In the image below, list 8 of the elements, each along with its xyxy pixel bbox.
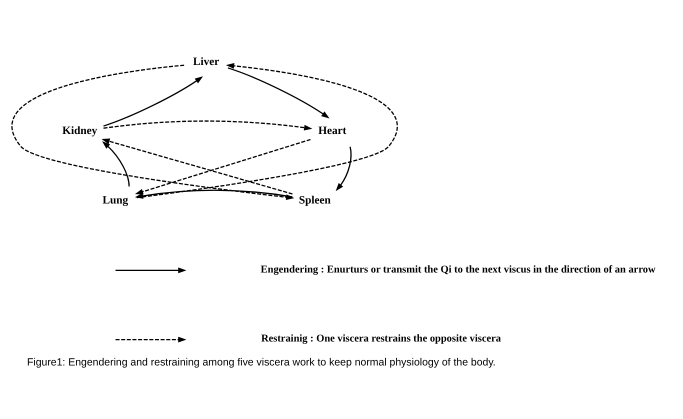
caption: Figure1: Engendering and restraining among five viscera work to keep normal physiology of the body. [27,357,496,368]
node-text: Lung [102,194,128,206]
node-text: Liver [193,55,220,68]
node-text: Kidney [62,124,98,137]
legend-label: Engendering : Enurturs or transmit the Qi to the next viscus in the direction of an arrow [260,264,656,275]
node-text: Heart [318,124,346,137]
node-text: Spleen [298,194,331,206]
legend-label: Restrainig : One viscera restrains the opposite viscera [261,333,501,344]
